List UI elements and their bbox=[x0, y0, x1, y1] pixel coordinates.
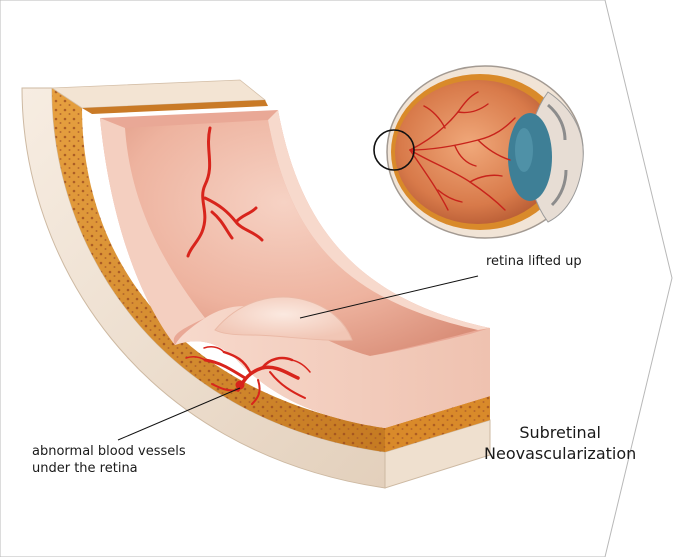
leader-vessels bbox=[117, 387, 241, 441]
top-orange-strip bbox=[82, 100, 268, 114]
retina-bump bbox=[214, 296, 353, 341]
retina-rim bbox=[100, 118, 205, 345]
choroid-front-dots bbox=[385, 396, 490, 452]
abnormal-vessel-cluster bbox=[185, 346, 311, 405]
eye-ciliary-body bbox=[547, 103, 568, 207]
retina-front-face bbox=[175, 306, 490, 428]
diagram-title: Subretinal Neovascularization bbox=[484, 422, 636, 464]
label-abnormal-vessels: abnormal blood vessels under the retina bbox=[32, 443, 186, 477]
retina-right-edge bbox=[268, 110, 490, 330]
title-line1: Subretinal bbox=[519, 423, 601, 442]
eye-globe bbox=[373, 65, 584, 239]
title-line2: Neovascularization bbox=[484, 444, 637, 463]
label-vessels-line2: under the retina bbox=[32, 461, 138, 476]
label-retina-lifted: retina lifted up bbox=[486, 254, 582, 269]
eye-retinal-vessels bbox=[409, 91, 516, 211]
retina-inner-surface bbox=[125, 120, 478, 356]
label-vessels-line1: abnormal blood vessels bbox=[32, 444, 186, 459]
leader-retina-lifted bbox=[299, 275, 479, 319]
choroid-dots bbox=[52, 88, 385, 452]
retina-cross-section bbox=[21, 79, 491, 489]
eye-pupil-highlight bbox=[515, 128, 533, 172]
magnifier-circle bbox=[373, 129, 415, 171]
retina-surface-vessel bbox=[186, 126, 264, 258]
